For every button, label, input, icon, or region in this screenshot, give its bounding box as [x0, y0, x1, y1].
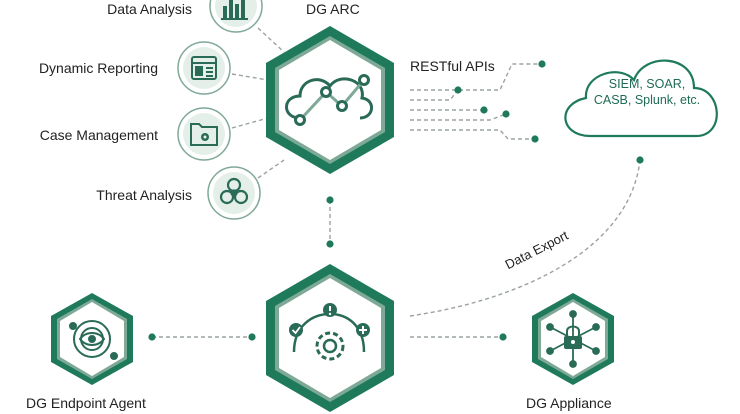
endpoint-eye-icon [69, 320, 118, 360]
center-platform-hexagon[interactable] [266, 264, 394, 412]
dg-appliance-node[interactable] [532, 293, 614, 385]
module-circle-data-analysis[interactable] [209, 0, 263, 33]
folder-gear-icon [190, 123, 218, 146]
biohazard-icon [219, 177, 249, 205]
module-circle-dynamic-reporting[interactable] [177, 41, 231, 95]
module-label-case-management: Case Management [39, 127, 158, 143]
cloud-shape [564, 59, 718, 138]
module-label-threat-analysis: Threat Analysis [96, 187, 192, 203]
bar-chart-icon [221, 0, 248, 20]
cloud-line-2: CASB, Splunk, etc. [593, 93, 701, 107]
appliance-label: DG Appliance [526, 395, 612, 411]
module-label-data-analysis: Data Analysis [107, 1, 192, 17]
cloud-integrations-text: SIEM, SOAR, CASB, Splunk, etc. [578, 76, 716, 108]
connectors [152, 27, 641, 338]
dg-endpoint-agent-node[interactable] [51, 293, 133, 385]
module-circle-threat-analysis[interactable] [207, 166, 261, 220]
report-layout-icon [191, 56, 217, 80]
endpoint-agent-label: DG Endpoint Agent [26, 395, 146, 411]
module-circle-case-management[interactable] [177, 107, 231, 161]
gear-status-icon [289, 303, 370, 361]
dg-arc-hub[interactable] [266, 26, 394, 174]
module-label-dynamic-reporting: Dynamic Reporting [38, 60, 158, 76]
restful-apis-label: RESTful APIs [410, 58, 495, 74]
hub-title: DG ARC [306, 1, 360, 17]
cloud-line-1: SIEM, SOAR, [608, 77, 686, 91]
network-lock-icon [546, 310, 600, 368]
cloud-analytics-icon [285, 74, 373, 126]
